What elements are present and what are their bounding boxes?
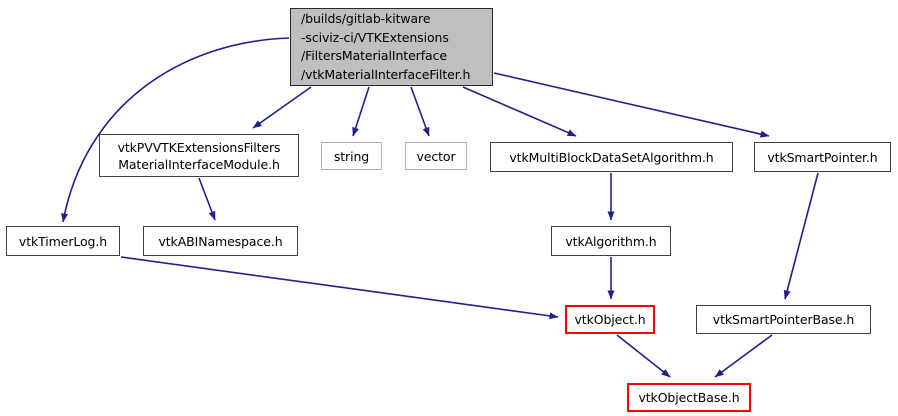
node-vtkabinamespace[interactable]: vtkABINamespace.h	[143, 226, 298, 256]
node-vtkobject[interactable]: vtkObject.h	[565, 305, 655, 334]
node-vtksmartpointerbase[interactable]: vtkSmartPointerBase.h	[696, 305, 871, 334]
node-vtkobjectbase[interactable]: vtkObjectBase.h	[627, 383, 751, 412]
node-string[interactable]: string	[321, 142, 382, 170]
edge-module-to-abinamespace	[198, 177, 216, 221]
node-vector[interactable]: vector	[405, 142, 467, 170]
node-vtkmultiblockdatasetalgorithm[interactable]: vtkMultiBlockDataSetAlgorithm.h	[490, 142, 733, 172]
node-vtkpvvtkextensionsfiltersmaterialinterfacemodule[interactable]: vtkPVVTKExtensionsFilters MaterialInterf…	[99, 134, 299, 177]
node-vtktimerlog[interactable]: vtkTimerLog.h	[6, 226, 120, 256]
edge-root-to-multiblock	[462, 86, 577, 137]
edge-root-to-module	[252, 86, 312, 129]
edge-smartpointer-to-smartpointerbase	[783, 172, 819, 300]
edge-smartpointerbase-to-objectbase	[714, 334, 773, 378]
edge-root-to-smartpointer	[493, 72, 770, 138]
edge-root-to-string	[352, 86, 370, 137]
node-vtkalgorithm[interactable]: vtkAlgorithm.h	[551, 226, 671, 256]
edge-root-to-timerlog	[61, 37, 290, 223]
node-vtksmartpointer[interactable]: vtkSmartPointer.h	[754, 142, 891, 172]
edge-object-to-objectbase	[616, 334, 671, 378]
edge-root-to-vector	[410, 86, 430, 137]
edge-timerlog-to-object	[120, 256, 559, 320]
node-root-vtkmaterialinterfacefilter[interactable]: /builds/gitlab-kitware -sciviz-ci/VTKExt…	[290, 8, 493, 86]
